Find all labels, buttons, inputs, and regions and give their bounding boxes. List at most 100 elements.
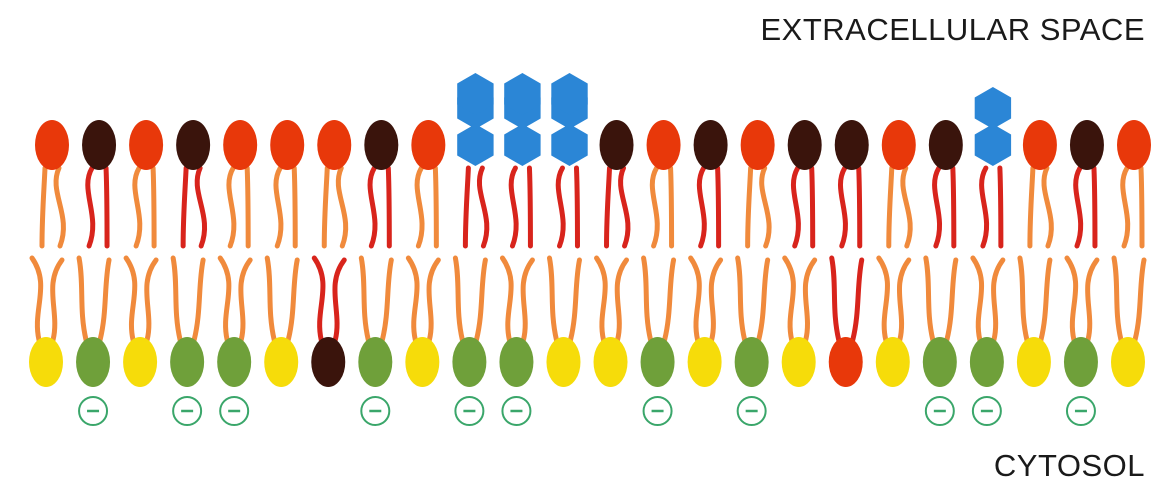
lipid-tail <box>759 260 768 340</box>
lipid-tail <box>785 258 794 340</box>
inner-lipid <box>170 258 204 425</box>
lipid-tail <box>197 168 204 246</box>
lipid-tail <box>903 168 910 246</box>
outer-lipid <box>35 120 69 246</box>
lipid-head <box>405 337 439 387</box>
outer-lipid <box>694 120 728 246</box>
lipid-tail <box>1114 258 1121 340</box>
lipid-tail <box>1067 258 1076 340</box>
lipid-tail <box>294 168 295 246</box>
lipid-tail <box>135 168 140 246</box>
lipid-tail <box>1030 168 1033 246</box>
outer-lipid <box>317 120 351 246</box>
lipid-tail <box>382 260 391 340</box>
lipid-head <box>1111 337 1145 387</box>
lipid-head <box>929 120 963 170</box>
lipid-tail <box>652 168 657 246</box>
lipid-tail <box>879 258 888 340</box>
lipid-tail <box>738 258 745 340</box>
lipid-tail <box>853 260 862 340</box>
extracellular-space-label: EXTRACELLULAR SPACE <box>761 12 1146 48</box>
lipid-tail <box>576 168 577 246</box>
lipid-tail <box>370 168 375 246</box>
inner-lipid <box>1064 258 1098 425</box>
sugar-hexagon <box>551 124 587 166</box>
lipid-head <box>546 337 580 387</box>
outer-lipid <box>600 120 634 246</box>
lipid-tail <box>935 168 940 246</box>
lipid-tail <box>665 260 674 340</box>
lipid-tail <box>229 168 234 246</box>
lipid-head <box>735 337 769 387</box>
lipid-tail <box>247 168 248 246</box>
lipid-tail <box>314 258 323 340</box>
lipid-tail <box>183 168 186 246</box>
lipid-head <box>647 120 681 170</box>
lipid-tail <box>476 260 485 340</box>
outer-lipid <box>270 120 304 246</box>
inner-lipid <box>1111 258 1145 387</box>
cytosol-label: CYTOSOL <box>994 448 1145 484</box>
lipid-tail <box>435 168 436 246</box>
lipid-head <box>358 337 392 387</box>
lipid-tail <box>267 258 274 340</box>
lipid-head <box>594 337 628 387</box>
lipid-head <box>694 120 728 170</box>
inner-lipid <box>735 258 769 425</box>
lipid-tail <box>1135 260 1144 340</box>
outer-lipid <box>411 120 445 246</box>
lipid-tail <box>153 168 154 246</box>
sugar-hexagon <box>975 124 1011 166</box>
lipid-tail <box>671 168 672 246</box>
lipid-tail <box>621 168 628 246</box>
inner-lipid <box>641 258 675 425</box>
inner-lipid <box>311 258 345 387</box>
lipid-head <box>223 120 257 170</box>
inner-lipid <box>76 258 110 425</box>
lipid-tail <box>549 258 556 340</box>
lipid-tail <box>147 260 156 340</box>
inner-lipid <box>358 258 392 425</box>
lipid-head <box>923 337 957 387</box>
lipid-head <box>170 337 204 387</box>
inner-lipid <box>452 258 486 425</box>
inner-lipid <box>217 258 251 425</box>
lipid-tail <box>429 260 438 340</box>
lipid-head <box>741 120 775 170</box>
inner-lipid <box>923 258 957 425</box>
sugar-hexagon <box>457 124 493 166</box>
lipid-tail <box>793 168 798 246</box>
lipid-tail <box>42 168 45 246</box>
lipid-tail <box>1041 260 1050 340</box>
lipid-tail <box>511 168 516 246</box>
outer-lipid <box>741 120 775 246</box>
lipid-tail <box>812 168 813 246</box>
lipid-tail <box>417 168 422 246</box>
lipid-tail <box>388 168 389 246</box>
lipid-tail <box>100 260 109 340</box>
lipid-tail <box>88 168 93 246</box>
lipid-tail <box>32 258 41 340</box>
lipid-head <box>688 337 722 387</box>
lipid-tail <box>1020 258 1027 340</box>
lipid-head <box>123 337 157 387</box>
lipid-tail <box>79 258 86 340</box>
lipid-head <box>264 337 298 387</box>
lipid-tail <box>711 260 720 340</box>
lipid-tail <box>241 260 250 340</box>
lipid-tail <box>644 258 651 340</box>
outer-lipid <box>1117 120 1151 246</box>
outer-lipid <box>975 87 1011 246</box>
outer-lipid <box>223 120 257 246</box>
lipid-head <box>29 337 63 387</box>
outer-lipid <box>129 120 163 246</box>
outer-lipid <box>82 120 116 246</box>
lipid-head <box>600 120 634 170</box>
lipid-head <box>788 120 822 170</box>
lipid-tail <box>1088 260 1097 340</box>
lipid-tail <box>899 260 908 340</box>
lipid-tail <box>324 168 327 246</box>
lipid-head <box>782 337 816 387</box>
outer-lipid <box>647 120 681 246</box>
lipid-tail <box>523 260 532 340</box>
